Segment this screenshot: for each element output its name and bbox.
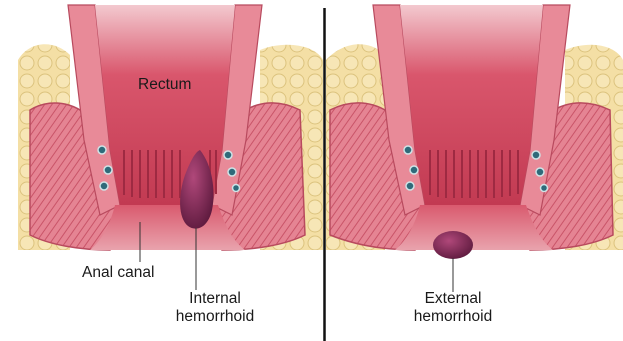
label-internal-line1: Internal <box>160 290 270 308</box>
label-rectum: Rectum <box>138 76 191 94</box>
external-hemorrhoid <box>433 231 473 259</box>
internal-hemorrhoid-panel <box>18 5 323 290</box>
label-external-hemorrhoid: External hemorrhoid <box>398 290 508 326</box>
label-external-line1: External <box>398 290 508 308</box>
label-internal-hemorrhoid: Internal hemorrhoid <box>160 290 270 326</box>
external-hemorrhoid-panel <box>326 5 623 292</box>
label-internal-line2: hemorrhoid <box>160 308 270 326</box>
label-anal-canal: Anal canal <box>82 264 154 282</box>
label-external-line2: hemorrhoid <box>398 308 508 326</box>
rectum-lumen-2 <box>400 5 543 205</box>
